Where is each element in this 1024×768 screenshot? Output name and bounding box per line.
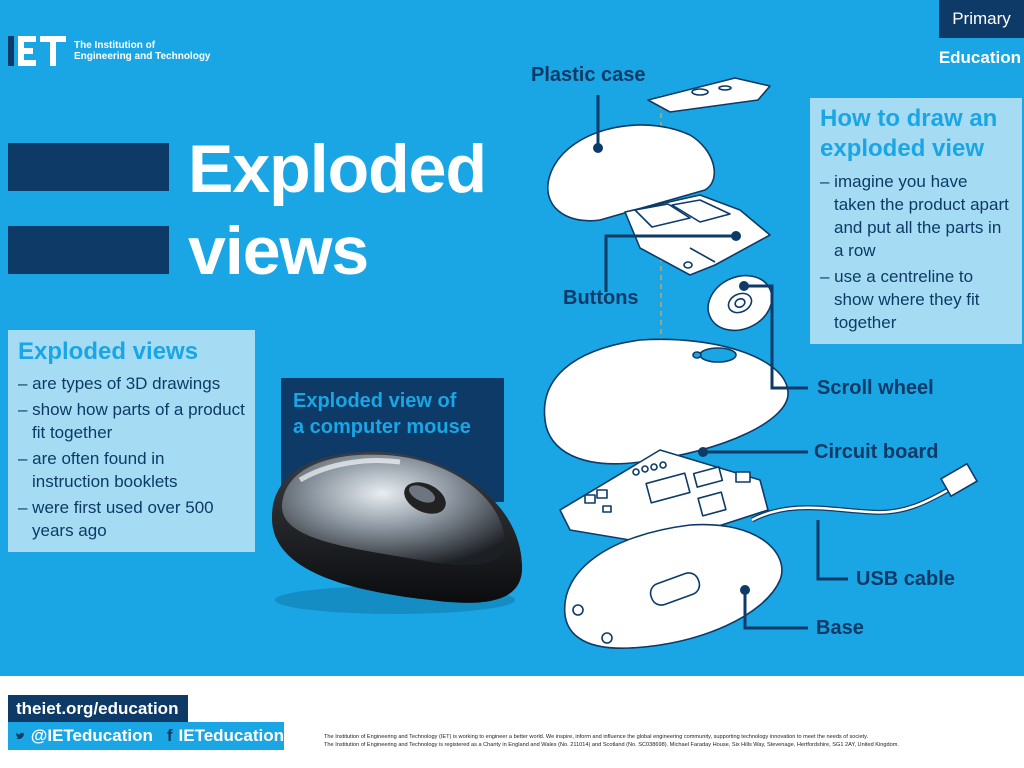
top-cover-part [647, 77, 771, 113]
facebook-icon[interactable]: f [166, 726, 173, 745]
label-usb-cable: USB cable [856, 568, 955, 590]
education-tag: Education [938, 48, 1021, 67]
primary-tag: Primary [939, 0, 1024, 38]
list-item: – imagine you have taken the product apa… [820, 172, 1009, 260]
how-to-draw-panel: How to draw an exploded view – imagine y… [810, 98, 1022, 344]
logo-line-1: The Institution of [74, 40, 156, 51]
footer-social-bar: @IETeducation f IETeducation [8, 722, 284, 750]
list-item: – use a centreline to show where they fi… [820, 267, 980, 332]
exploded-views-panel: Exploded views – are types of 3D drawing… [8, 330, 255, 552]
exploded-views-heading: Exploded views [18, 338, 199, 365]
label-scroll-wheel: Scroll wheel [817, 377, 934, 399]
twitter-icon[interactable] [16, 728, 25, 744]
footer-legal-note: The Institution of Engineering and Techn… [324, 733, 1020, 749]
plastic-case-part [547, 124, 716, 222]
poster-canvas: The Institution of Engineering and Techn… [0, 0, 1024, 676]
list-item: – are often found in instruction booklet… [18, 449, 178, 491]
mouse-caption-line-1: Exploded view of [293, 390, 457, 412]
label-plastic-case: Plastic case [531, 64, 646, 86]
label-circuit-board: Circuit board [814, 441, 939, 463]
page-title: Exploded views [188, 128, 487, 292]
title-line-2: views [188, 213, 369, 289]
mouse-caption-line-2: a computer mouse [293, 416, 471, 438]
facebook-handle[interactable]: IETeducation [178, 726, 284, 745]
list-item: – show how parts of a product fit togeth… [18, 400, 245, 442]
footer-url-link[interactable]: theiet.org/education [8, 695, 188, 722]
how-to-heading-line-1: How to draw an [820, 105, 998, 132]
logo-text: The Institution of Engineering and Techn… [74, 40, 211, 62]
title-line-1: Exploded [188, 131, 487, 207]
title-bar-1 [8, 143, 169, 191]
twitter-handle[interactable]: @IETeducation [30, 726, 153, 745]
exploded-views-list: – are types of 3D drawings – show how pa… [18, 372, 245, 542]
footer-note-line-1: The Institution of Engineering and Techn… [324, 734, 869, 740]
title-bar-2 [8, 226, 169, 274]
exploded-diagram [543, 77, 979, 649]
list-item: – were first used over 500 years ago [18, 498, 214, 540]
label-buttons: Buttons [563, 287, 639, 309]
mouse-photo [271, 451, 523, 614]
how-to-list: – imagine you have taken the product apa… [820, 170, 1012, 334]
iet-logo: The Institution of Engineering and Techn… [8, 36, 211, 66]
upper-shell-part [543, 338, 789, 465]
how-to-heading-line-2: exploded view [820, 135, 985, 162]
footer-note-line-2: The Institution of Engineering and Techn… [324, 742, 899, 748]
list-item: – are types of 3D drawings [18, 374, 221, 393]
iet-logo-mark [8, 36, 66, 66]
logo-line-2: Engineering and Technology [74, 51, 211, 62]
how-to-draw-heading: How to draw an exploded view [820, 104, 1012, 164]
label-base: Base [816, 617, 864, 639]
